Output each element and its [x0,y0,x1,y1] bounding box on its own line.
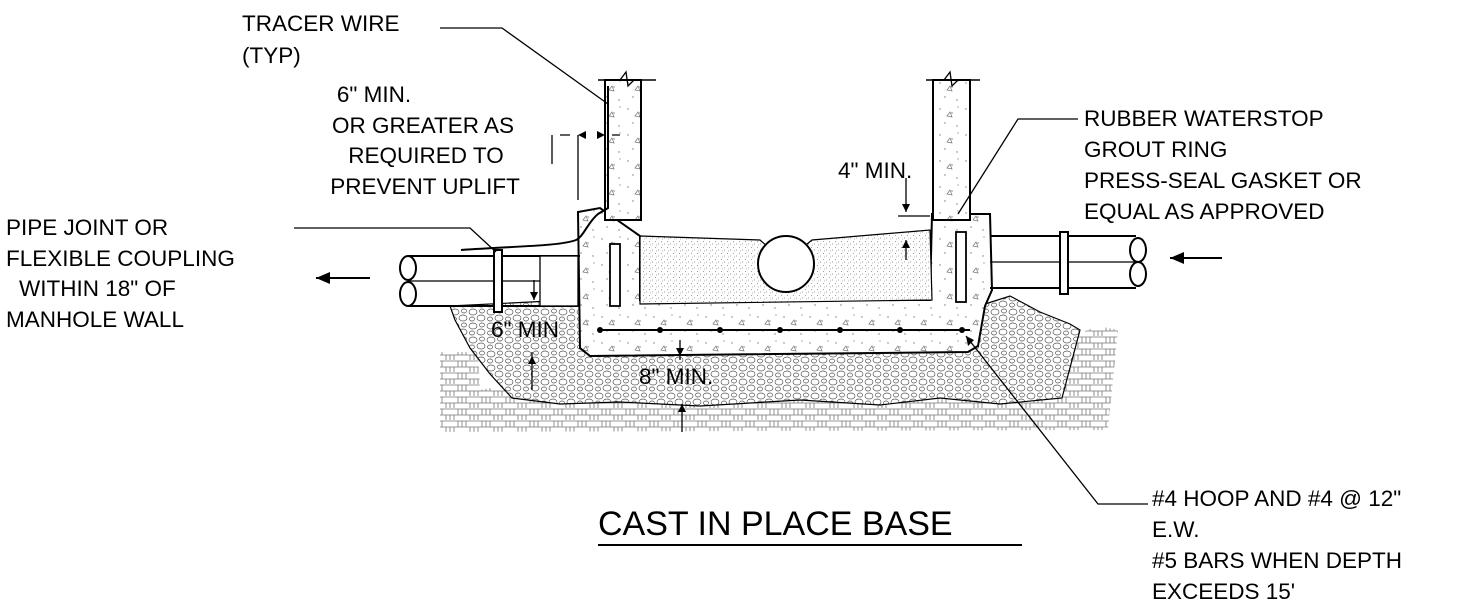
waterstop-label-4: EQUAL AS APPROVED [1084,199,1325,224]
flow-channel-pipe [757,235,815,293]
tracer-wire [460,86,609,251]
hoop-label-4: EXCEEDS 15' [1152,579,1295,604]
uplift-label-2: OR GREATER AS [332,113,514,138]
press-seal-gasket-left [609,243,621,307]
pipe-joint-label-3: WITHIN 18" OF [19,276,176,301]
arrowheads [528,131,974,412]
tracer-wire-label-1: TRACER WIRE [242,11,400,36]
four-min-label: 4" MIN. [838,158,912,183]
rebar [597,327,970,333]
hoop-label-1: #4 HOOP AND #4 @ 12" [1152,486,1401,511]
pipe-joint-label-4: MANHOLE WALL [6,307,184,332]
eight-min-label: 8" MIN. [639,364,713,389]
drawing-title: CAST IN PLACE BASE [598,505,953,543]
waterstop-label-3: PRESS-SEAL GASKET OR [1084,168,1362,193]
leader-lines [294,27,1148,505]
manhole-wall-right [932,79,971,221]
outlet-pipe [399,249,580,313]
tracer-wire-label-2: (TYP) [242,43,301,68]
inlet-pipe [990,231,1147,295]
hoop-label-2: E.W. [1152,517,1200,542]
pipe-joint-label-1: PIPE JOINT OR [6,215,168,240]
manhole-wall-left [604,79,642,221]
uplift-label-4: PREVENT UPLIFT [330,174,520,199]
waterstop-label-2: GROUT RING [1084,137,1227,162]
uplift-label-1: 6" MIN. [337,82,411,107]
waterstop-label-1: RUBBER WATERSTOP [1084,106,1324,131]
hoop-label-3: #5 BARS WHEN DEPTH [1152,548,1402,573]
six-min-label: 6" MIN [491,317,559,342]
uplift-label-3: REQUIRED TO [348,143,503,168]
pipe-joint-label-2: FLEXIBLE COUPLING [6,246,235,271]
press-seal-gasket-right [955,231,967,303]
